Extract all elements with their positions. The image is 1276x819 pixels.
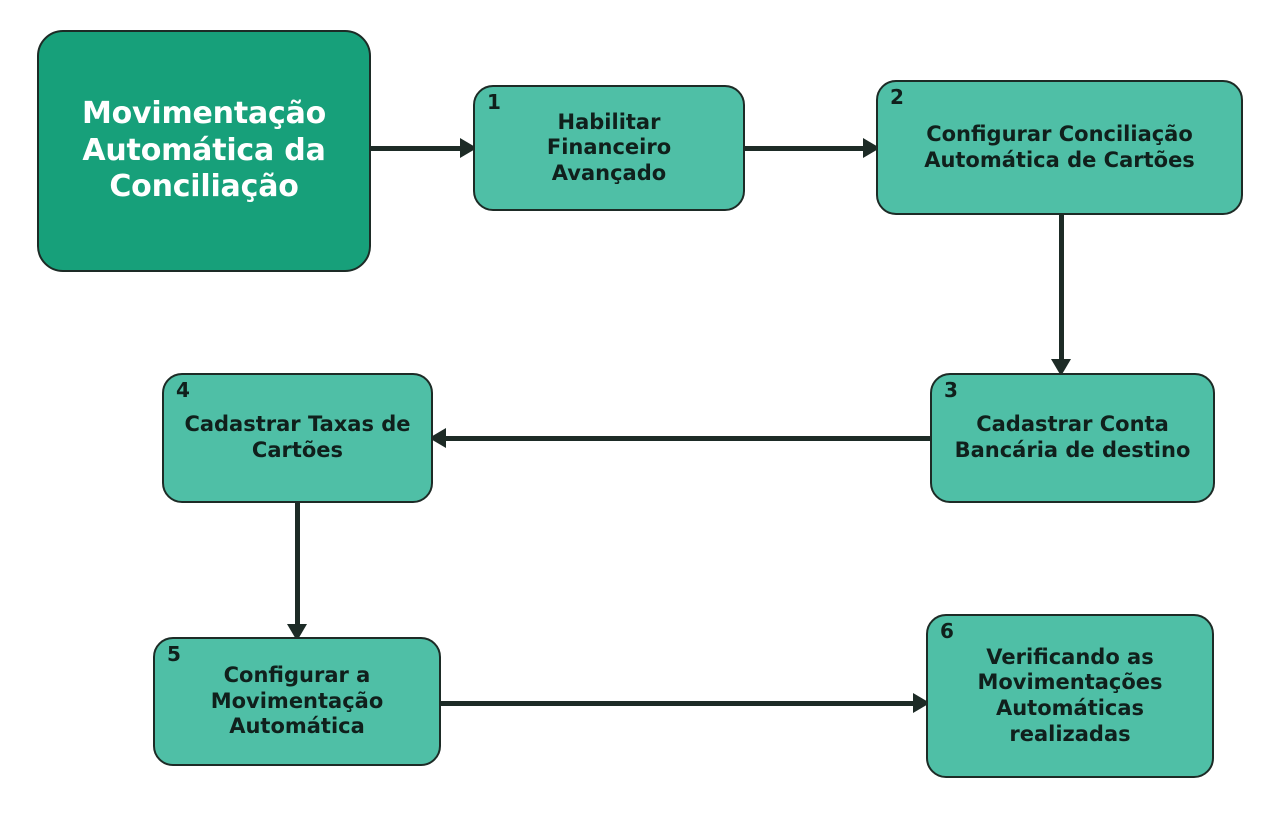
- flow-node-step-6[interactable]: 6 Verificando as Movimentações Automátic…: [926, 614, 1214, 778]
- connector-step-5-to-step-6: [437, 689, 930, 717]
- flow-node-step-6-label: Verificando as Movimentações Automáticas…: [977, 644, 1163, 746]
- connector-shaft: [437, 700, 915, 706]
- connector-shaft: [367, 145, 462, 151]
- arrowhead-right-icon: [460, 138, 477, 158]
- step-number-2: 2: [890, 85, 904, 109]
- connector-step-1-to-step-2: [741, 134, 880, 162]
- flow-node-title-label: Movimentação Automática da Conciliação: [81, 96, 327, 205]
- step-number-4: 4: [176, 378, 190, 402]
- flow-node-step-3-label: Cadastrar Conta Bancária de destino: [954, 412, 1191, 462]
- connector-step-4-to-step-5: [283, 500, 311, 641]
- flow-node-title[interactable]: Movimentação Automática da Conciliação: [37, 30, 371, 272]
- arrowhead-left-icon: [429, 428, 446, 448]
- arrowhead-right-icon: [863, 138, 880, 158]
- step-number-6: 6: [940, 619, 954, 643]
- flow-node-step-4-label: Cadastrar Taxas de Cartões: [184, 412, 411, 462]
- flow-node-step-2-label: Configurar Conciliação Automática de Car…: [924, 121, 1195, 172]
- flow-node-step-5-label: Configurar a Movimentação Automática: [210, 663, 384, 739]
- connector-shaft: [741, 145, 865, 151]
- connector-step-2-to-step-3: [1047, 212, 1075, 376]
- connector-shaft: [1058, 212, 1064, 361]
- flow-node-step-3[interactable]: 3 Cadastrar Conta Bancária de destino: [930, 373, 1215, 503]
- arrowhead-down-icon: [1051, 359, 1071, 376]
- flow-node-step-1-label: Habilitar Financeiro Avançado: [546, 109, 672, 185]
- arrowhead-right-icon: [913, 693, 930, 713]
- connector-step-3-to-step-4: [429, 424, 934, 452]
- arrowhead-down-icon: [287, 624, 307, 641]
- flow-node-step-5[interactable]: 5 Configurar a Movimentação Automática: [153, 637, 441, 766]
- step-number-1: 1: [487, 90, 501, 114]
- connector-shaft: [444, 435, 934, 441]
- connector-shaft: [294, 500, 300, 626]
- flow-node-step-2[interactable]: 2 Configurar Conciliação Automática de C…: [876, 80, 1243, 215]
- step-number-5: 5: [167, 642, 181, 666]
- flow-node-step-1[interactable]: 1 Habilitar Financeiro Avançado: [473, 85, 745, 211]
- connector-title-to-step-1: [367, 134, 477, 162]
- flow-node-step-4[interactable]: 4 Cadastrar Taxas de Cartões: [162, 373, 433, 503]
- step-number-3: 3: [944, 378, 958, 402]
